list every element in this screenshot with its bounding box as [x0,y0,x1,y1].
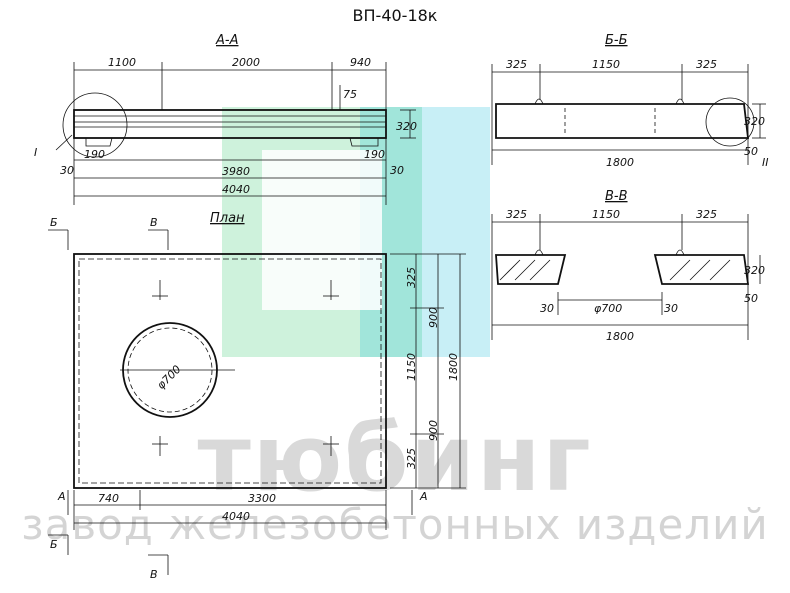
section-vv [491,214,761,340]
aa-dim-4040: 4040 [222,183,250,196]
section-bb [491,64,766,165]
aa-dim-30-right: 30 [390,164,404,177]
aa-dim-2: 2000 [232,56,260,69]
plan-dim-325-top: 325 [405,267,418,288]
vv-dim-1800: 1800 [606,330,634,343]
section-aa-label: А-А [215,33,238,48]
cut-mark-a-left: А [57,490,66,503]
plan-dim-900-bottom: 900 [427,420,440,441]
aa-dim-3: 940 [350,56,371,69]
aa-dim-30-left: 30 [60,164,74,177]
vv-dim-320: 320 [744,264,765,277]
cut-mark-b-bottom: Б [50,538,58,551]
aa-dim-3980: 3980 [222,165,250,178]
vv-dim-50: 50 [744,292,758,305]
vv-dim-325-right: 325 [696,208,717,221]
cut-mark-v-top: В [150,216,158,229]
plan-dim-740: 740 [98,492,119,505]
section-vv-label: В-В [605,189,628,204]
aa-dim-320: 320 [396,120,417,133]
bb-dim-1150: 1150 [592,58,620,71]
bb-dim-325-right: 325 [696,58,717,71]
plan-view [48,229,466,575]
drawing-title: ВП-40-18к [352,6,438,25]
bb-dim-325-left: 325 [506,58,527,71]
plan-hole-diameter: φ700 [154,363,183,392]
aa-dim-1: 1100 [108,56,136,69]
cut-mark-v-bottom: В [150,568,158,581]
detail-label-i: I [34,146,37,159]
plan-dim-900-top: 900 [427,307,440,328]
vv-dim-30-right: 30 [664,302,678,315]
aa-dim-190-left: 190 [84,148,105,161]
aa-dim-190-right: 190 [364,148,385,161]
section-bb-label: Б-Б [605,33,628,48]
plan-dim-325-bottom: 325 [405,448,418,469]
detail-label-ii: II [762,156,769,169]
vv-dim-700: φ700 [594,302,622,315]
cut-mark-b-top: Б [50,216,58,229]
plan-dim-4040: 4040 [222,510,250,523]
bb-dim-50: 50 [744,145,758,158]
bb-dim-1800: 1800 [606,156,634,169]
vv-dim-1150: 1150 [592,208,620,221]
plan-dim-1150: 1150 [405,353,418,381]
section-aa [55,62,416,205]
cut-mark-a-right: А [419,490,428,503]
watermark-brand: тюбинг [197,405,593,512]
plan-dim-3300: 3300 [248,492,276,505]
vv-dim-325-left: 325 [506,208,527,221]
plan-label: План [210,211,245,226]
watermark-subtitle: завод железобетонных изделий [21,500,769,549]
plan-dim-1800: 1800 [447,353,460,381]
bb-dim-320: 320 [744,115,765,128]
vv-dim-30-left: 30 [540,302,554,315]
aa-dim-75: 75 [343,88,357,101]
